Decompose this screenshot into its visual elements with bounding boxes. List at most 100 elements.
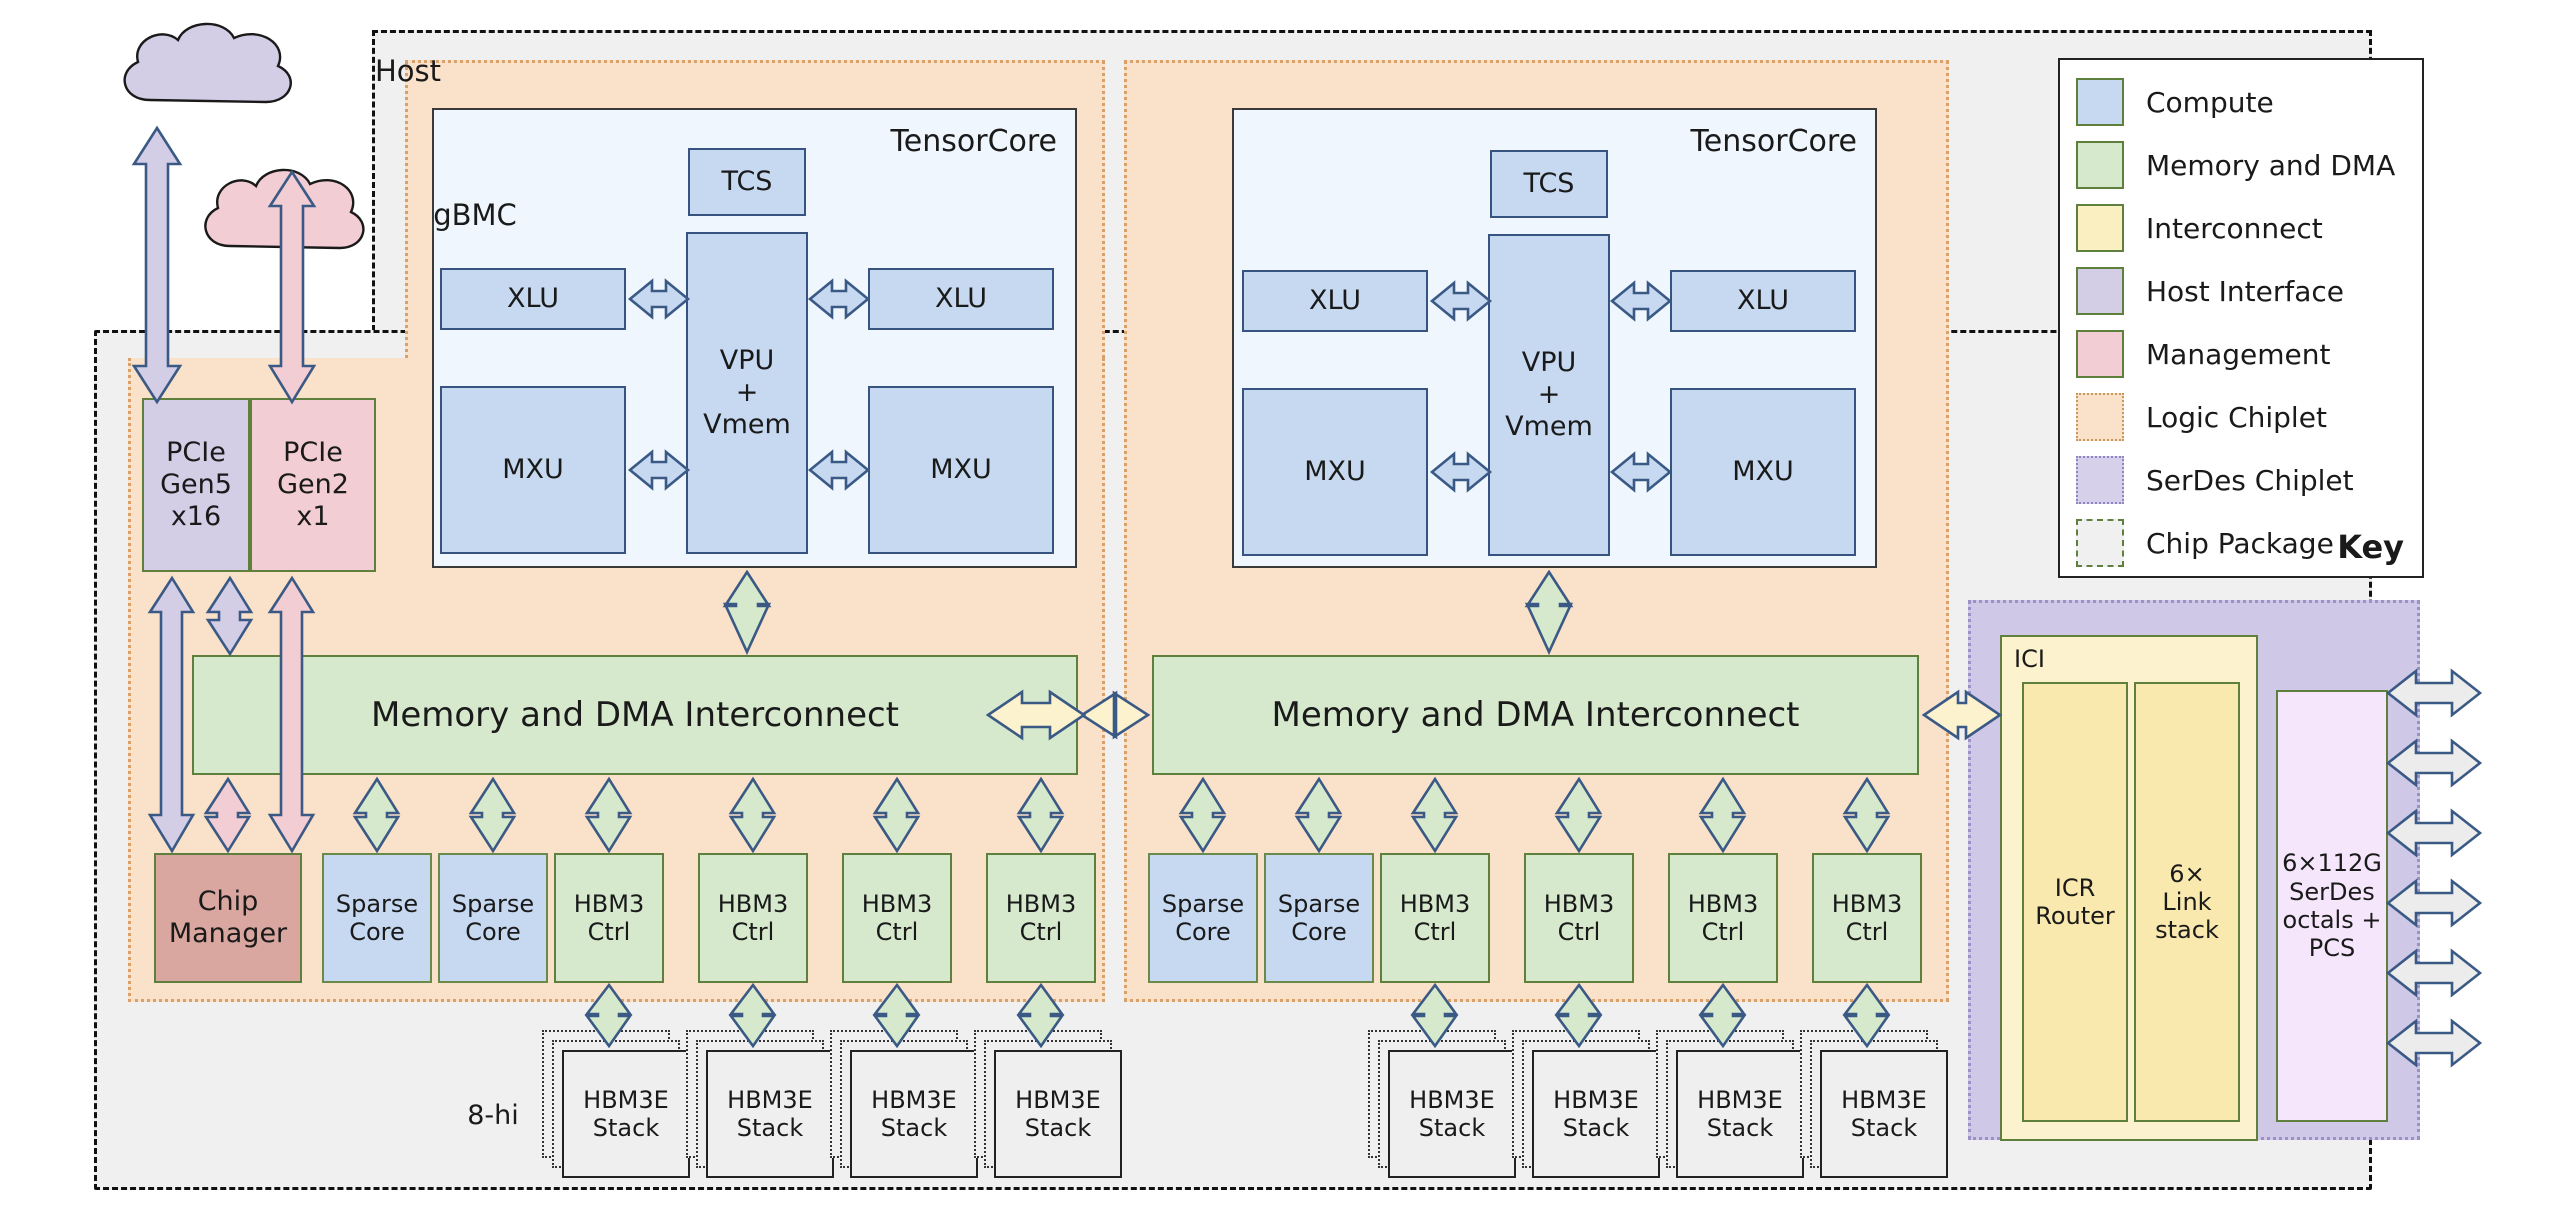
key-swatch-host-interface	[2076, 267, 2124, 315]
hc-r2-1: Ctrl	[1557, 918, 1601, 946]
mxu-2-right: MXU	[1670, 388, 1856, 556]
icr-1: Router	[2035, 902, 2115, 930]
sparse-core-l2: Sparse Core	[438, 853, 548, 983]
key-label-management: Management	[2146, 337, 2331, 371]
xlu-1-right: XLU	[868, 268, 1054, 330]
sparse-core-r1: Sparse Core	[1148, 853, 1258, 983]
s4-1: Stack	[1024, 1114, 1092, 1142]
hc-l3-0: HBM3	[861, 889, 933, 918]
hbm3e-stack-4: HBM3E Stack	[994, 1050, 1122, 1178]
sc-l1-1: Core	[349, 918, 405, 946]
sd-2: octals +	[2282, 906, 2382, 934]
gbmc-cloud: gBMC	[190, 160, 517, 272]
s5-0: HBM3E	[1409, 1085, 1495, 1114]
xlu-1-left: XLU	[440, 268, 626, 330]
chip-manager: Chip Manager	[154, 853, 302, 983]
vpu2-line-2: Vmem	[1505, 410, 1593, 442]
s6-0: HBM3E	[1553, 1085, 1639, 1114]
hc-r4-0: HBM3	[1831, 889, 1903, 918]
hbm3e-stack-6: HBM3E Stack	[1532, 1050, 1660, 1178]
sc-l2-1: Core	[465, 918, 521, 946]
key-swatch-chip-package	[2076, 519, 2124, 567]
label-8hi: 8-hi	[467, 1100, 519, 1131]
s3-1: Stack	[880, 1114, 948, 1142]
hc-r4-1: Ctrl	[1845, 918, 1889, 946]
hbm3e-stack-7: HBM3E Stack	[1676, 1050, 1804, 1178]
key-label-interconnect: Interconnect	[2146, 211, 2323, 245]
vpu-vmem-2: VPU + Vmem	[1488, 234, 1610, 556]
hc-l2-1: Ctrl	[731, 918, 775, 946]
hbm3-ctrl-l3: HBM3 Ctrl	[842, 853, 952, 983]
key-item-logic-chiplet: Logic Chiplet	[2076, 393, 2327, 441]
xlu-2-right: XLU	[1670, 270, 1856, 332]
key-item-host-interface: Host Interface	[2076, 267, 2344, 315]
tensorcore-2-title: TensorCore	[1690, 124, 1857, 159]
pcie5-line-0: PCIe	[166, 437, 226, 469]
ici-title: ICI	[2014, 645, 2045, 673]
sc-r1-0: Sparse	[1161, 889, 1245, 918]
s2-0: HBM3E	[727, 1085, 813, 1114]
s8-1: Stack	[1850, 1114, 1918, 1142]
key-swatch-compute	[2076, 78, 2124, 126]
hc-l4-1: Ctrl	[1019, 918, 1063, 946]
key-swatch-serdes-chiplet	[2076, 456, 2124, 504]
key-item-interconnect: Interconnect	[2076, 204, 2323, 252]
hbm3-ctrl-r2: HBM3 Ctrl	[1524, 853, 1634, 983]
chipmgr-line-1: Manager	[168, 918, 288, 949]
hc-l3-1: Ctrl	[875, 918, 919, 946]
chipmgr-line-0: Chip	[197, 886, 259, 918]
sd-1: SerDes	[2289, 877, 2375, 906]
hbm3e-stack-3: HBM3E Stack	[850, 1050, 978, 1178]
hc-l2-0: HBM3	[717, 889, 789, 918]
hbm3e-stack-8: HBM3E Stack	[1820, 1050, 1948, 1178]
pcie-gen2-x1: PCIe Gen2 x1	[250, 398, 376, 572]
pcie5-line-1: Gen5	[160, 469, 232, 501]
vpu2-line-1: +	[1537, 379, 1561, 411]
key-swatch-logic-chiplet	[2076, 393, 2124, 441]
s7-1: Stack	[1706, 1114, 1774, 1142]
s1-0: HBM3E	[583, 1085, 669, 1114]
ls-1: Link	[2162, 887, 2212, 916]
memory-dma-interconnect-right: Memory and DMA Interconnect	[1152, 655, 1919, 775]
vpu-line-1: +	[735, 377, 759, 409]
tensorcore-1-title: TensorCore	[890, 124, 1057, 159]
ls-0: 6×	[2169, 859, 2205, 888]
pcie-gen5-x16: PCIe Gen5 x16	[142, 398, 250, 572]
mxu-2-left: MXU	[1242, 388, 1428, 556]
pcie5-line-2: x16	[170, 500, 222, 532]
sc-l1-0: Sparse	[335, 889, 419, 918]
host-cloud: Host	[108, 14, 441, 126]
serdes-octals-pcs: 6×112G SerDes octals + PCS	[2276, 690, 2388, 1122]
hbm3-ctrl-r3: HBM3 Ctrl	[1668, 853, 1778, 983]
s3-0: HBM3E	[871, 1085, 957, 1114]
hbm3-ctrl-l1: HBM3 Ctrl	[554, 853, 664, 983]
key-label-logic-chiplet: Logic Chiplet	[2146, 400, 2327, 434]
sparse-core-r2: Sparse Core	[1264, 853, 1374, 983]
s2-1: Stack	[736, 1114, 804, 1142]
tcs-1: TCS	[688, 148, 806, 216]
key-item-management: Management	[2076, 330, 2330, 378]
gbmc-cloud-label: gBMC	[433, 198, 517, 232]
hc-l1-1: Ctrl	[587, 918, 631, 946]
sd-0: 6×112G	[2282, 849, 2382, 878]
pcie2-line-2: x1	[296, 500, 330, 532]
key-label-compute: Compute	[2146, 85, 2274, 119]
hc-r1-0: HBM3	[1399, 889, 1471, 918]
sc-r2-1: Core	[1291, 918, 1347, 946]
vpu-line-2: Vmem	[703, 408, 791, 440]
hbm3-ctrl-r4: HBM3 Ctrl	[1812, 853, 1922, 983]
mxu-1-right: MXU	[868, 386, 1054, 554]
hbm3e-stack-2: HBM3E Stack	[706, 1050, 834, 1178]
pcie2-line-0: PCIe	[283, 437, 343, 469]
s6-1: Stack	[1562, 1114, 1630, 1142]
hc-l1-0: HBM3	[573, 889, 645, 918]
hc-l4-0: HBM3	[1005, 889, 1077, 918]
s4-0: HBM3E	[1015, 1085, 1101, 1114]
sd-3: PCS	[2308, 934, 2356, 963]
s5-1: Stack	[1418, 1114, 1486, 1142]
hbm3-ctrl-l2: HBM3 Ctrl	[698, 853, 808, 983]
s1-1: Stack	[592, 1114, 660, 1142]
icr-0: ICR	[2054, 873, 2096, 902]
icr-router: ICR Router	[2022, 682, 2128, 1122]
memory-dma-interconnect-left: Memory and DMA Interconnect	[192, 655, 1078, 775]
